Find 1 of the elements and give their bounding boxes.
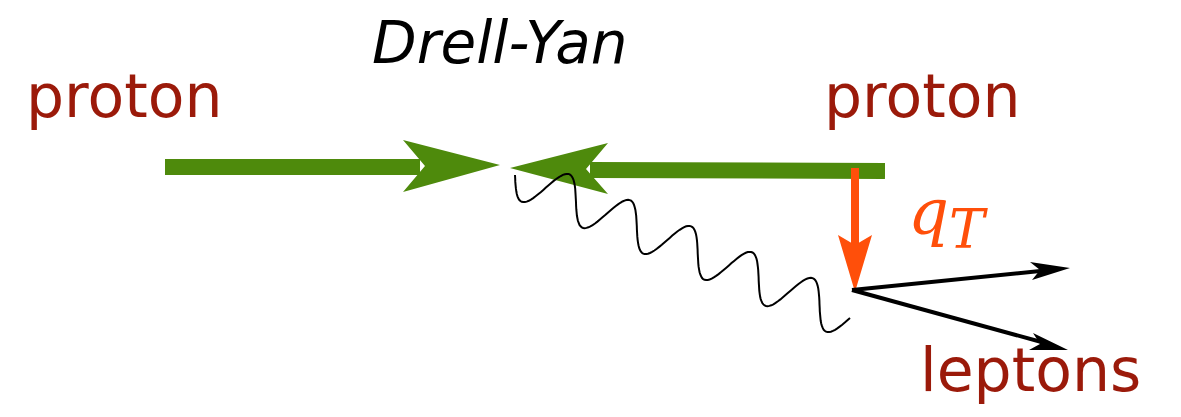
title: Drell-Yan: [372, 14, 628, 72]
